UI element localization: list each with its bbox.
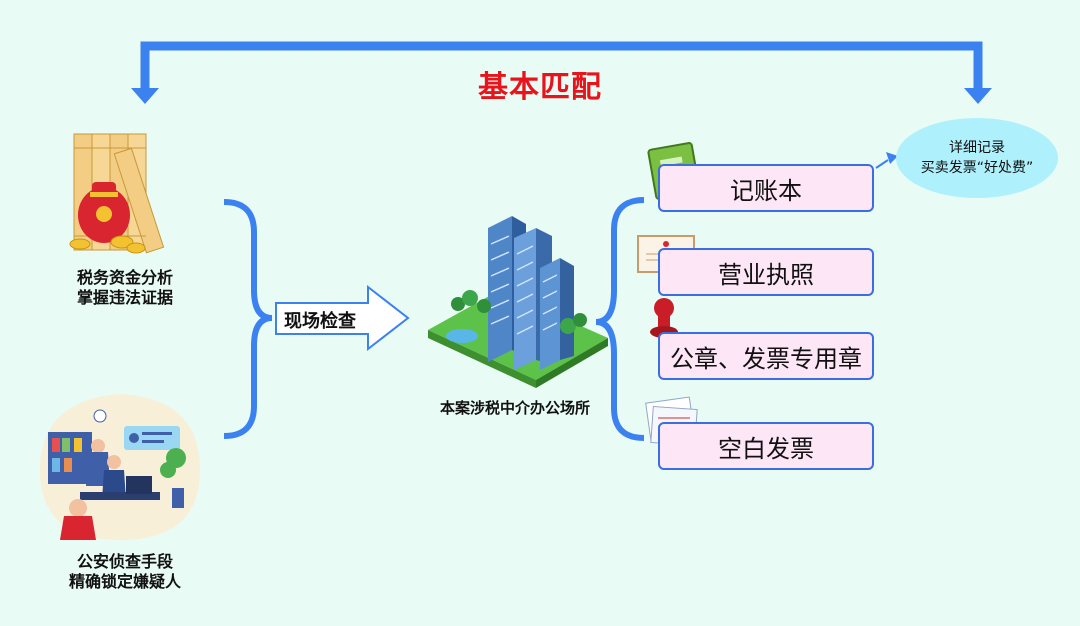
diagram-title: 基本匹配	[478, 70, 602, 105]
money-bag-icon	[69, 182, 146, 254]
bubble-pointer-line	[875, 159, 889, 169]
item-box-seals: 公章、发票专用章	[658, 332, 874, 380]
building-caption: 本案涉税中介办公场所	[439, 399, 590, 417]
bubble-pointer-head	[886, 152, 898, 164]
left-bottom-caption-line1: 公安侦查手段	[76, 552, 173, 571]
left-bottom-caption: 公安侦查手段 精确锁定嫌疑人	[30, 552, 220, 592]
left-top-caption-line1: 税务资金分析	[76, 268, 173, 287]
block-arrow-shape	[275, 284, 410, 352]
police-office-icon	[40, 394, 200, 540]
right-brace	[595, 197, 645, 441]
building-icon	[428, 216, 608, 388]
item-box-license: 营业执照	[658, 248, 874, 296]
top-arrow-head-right	[964, 88, 992, 104]
left-bottom-caption-line2: 精确锁定嫌疑人	[68, 572, 181, 591]
top-double-arrow	[140, 41, 983, 92]
left-top-caption: 税务资金分析 掌握违法证据	[40, 268, 210, 308]
left-brace	[223, 199, 273, 439]
item-box-blank-invoices: 空白发票	[658, 422, 874, 470]
note-bubble-line2: 买卖发票“好处费”	[920, 160, 1034, 176]
left-top-caption-line2: 掌握违法证据	[76, 288, 173, 307]
inspection-arrow-label: 现场检查	[284, 311, 356, 332]
note-bubble: 详细记录 买卖发票“好处费”	[896, 118, 1058, 198]
top-arrow-head-left	[131, 88, 159, 104]
note-bubble-line1: 详细记录	[949, 140, 1005, 156]
item-box-ledger: 记账本	[658, 164, 874, 212]
